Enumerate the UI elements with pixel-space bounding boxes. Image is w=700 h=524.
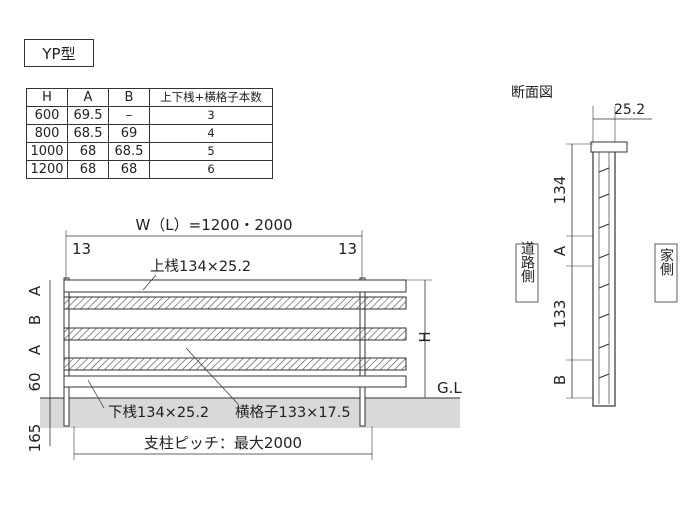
slat [63, 327, 407, 341]
top-rail [63, 279, 407, 293]
bottom-rail [63, 375, 407, 388]
left-offset-label: 13 [72, 240, 91, 258]
table-row: 1000 68 68.5 5 [26, 142, 273, 161]
section-dim-133: 133 [551, 300, 569, 329]
left-dim-60: 60 [26, 372, 44, 391]
road-side-label: 道路側 [519, 241, 535, 283]
leader-line [87, 379, 105, 409]
cell: 68 [108, 160, 150, 179]
post-right [359, 277, 366, 427]
section-cap [590, 141, 628, 153]
cell: 1000 [26, 142, 68, 161]
table-row: 600 69.5 – 3 [26, 106, 273, 125]
height-label: H [416, 331, 434, 342]
left-dim-a2: A [26, 344, 44, 355]
slat [63, 357, 407, 371]
width-label: W（L）=1200・2000 [135, 216, 292, 234]
section-profile [592, 143, 616, 407]
cell: 6 [149, 160, 273, 179]
ground [40, 398, 460, 428]
model-title: YP型 [24, 39, 94, 67]
right-offset-label: 13 [338, 240, 357, 258]
leader-line [185, 347, 239, 405]
left-dim-165: 165 [26, 424, 44, 453]
section-title: 断面図 [511, 85, 553, 101]
pitch-label: 支柱ピッチ：最大2000 [144, 434, 302, 452]
house-side-label: 家側 [658, 247, 674, 276]
top-rail-label: 上桟134×25.2 [150, 258, 251, 275]
spec-table: H A B 上下桟+横格子本数 600 69.5 – 3 800 68.5 69… [26, 88, 273, 179]
section-dim-b: B [551, 375, 569, 385]
slat [63, 296, 407, 310]
front-elevation: W（L）=1200・2000 13 13 上桟134×25.2 下桟134×25… [26, 216, 462, 460]
table-row: 800 68.5 69 4 [26, 124, 273, 143]
cell: 68 [67, 160, 109, 179]
left-dim-b: B [26, 315, 44, 325]
post-left [63, 277, 70, 427]
cell: 800 [26, 124, 68, 143]
house-side-box [654, 243, 678, 303]
cross-section: 断面図 25.2 134 A 133 B 道路側 家側 [511, 85, 678, 407]
cell: 69 [108, 124, 150, 143]
leader-line [142, 274, 157, 291]
gl-label: G.L [437, 379, 462, 397]
road-side-box [515, 243, 539, 303]
bottom-rail-label: 下桟134×25.2 [108, 404, 209, 421]
slat-profile [598, 167, 610, 379]
section-dim-134: 134 [551, 176, 569, 205]
table-row: 1200 68 68 6 [26, 160, 273, 179]
section-dim-a: A [551, 245, 569, 256]
left-dim-a1: A [26, 285, 44, 296]
cell: 1200 [26, 160, 68, 179]
slat-label: 横格子133×17.5 [235, 404, 351, 421]
section-width-label: 25.2 [614, 102, 645, 118]
